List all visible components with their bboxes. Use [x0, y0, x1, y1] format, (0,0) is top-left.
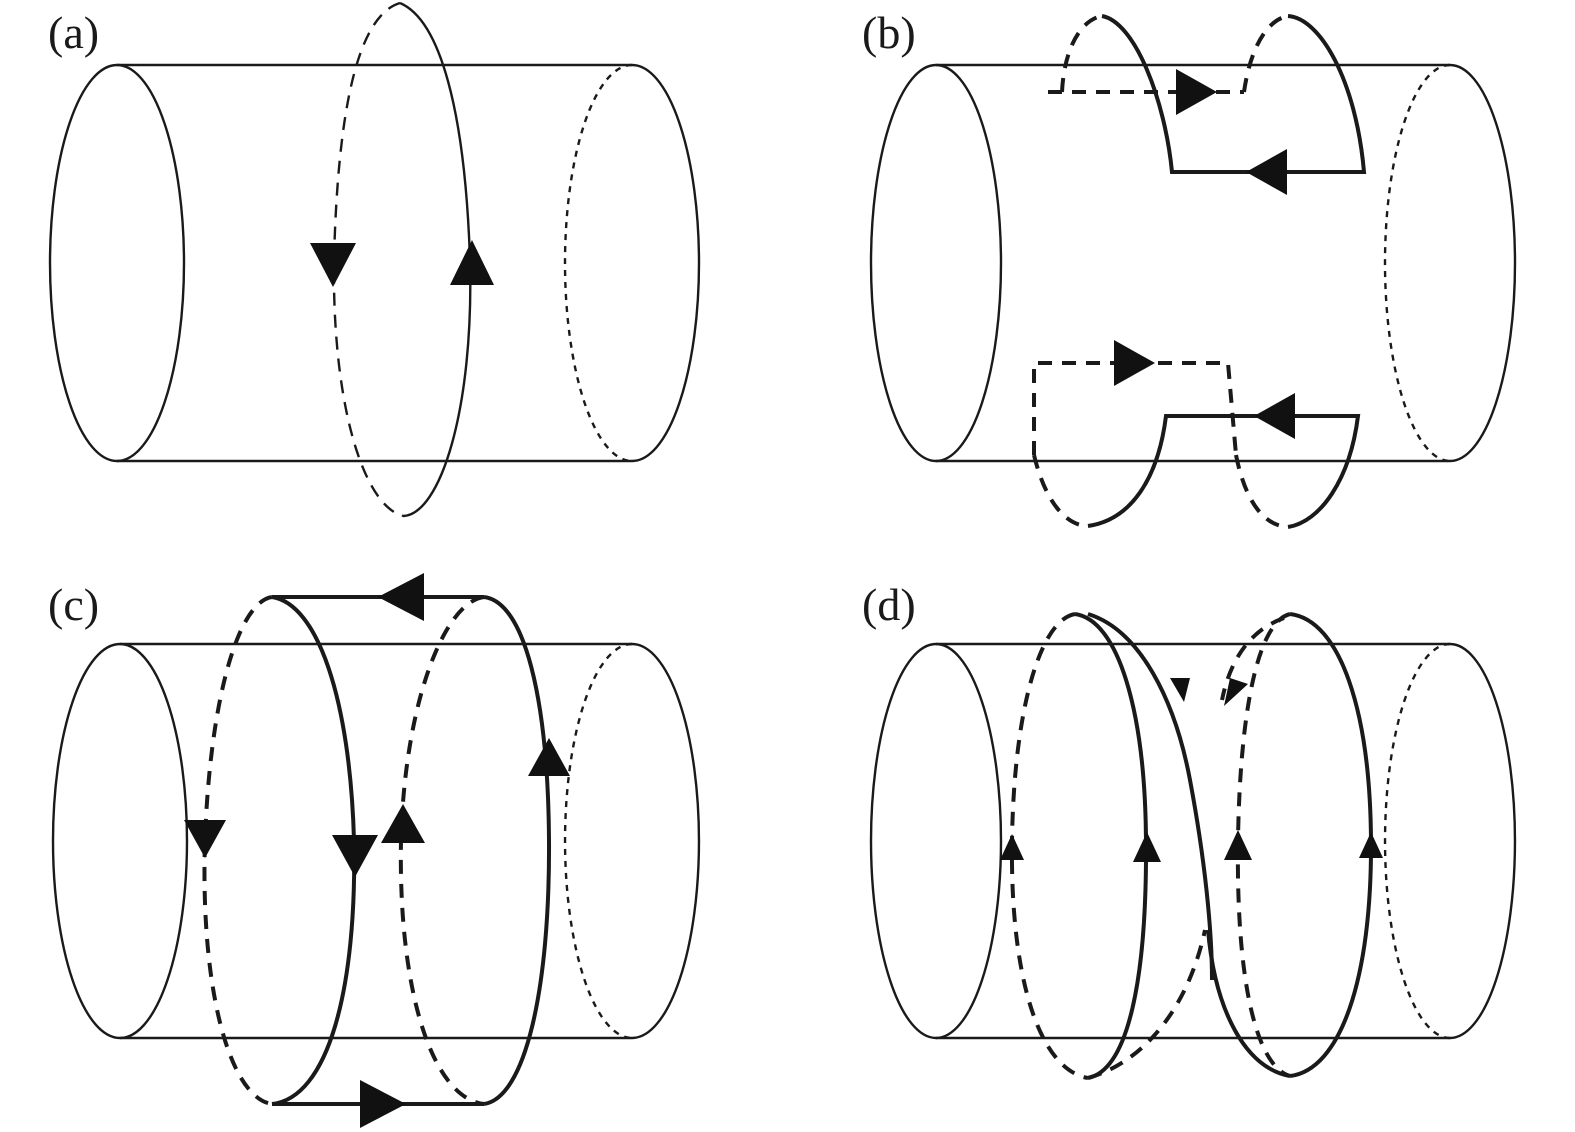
left-coil-back-side: [1009, 612, 1089, 1080]
arrow-left: [1246, 149, 1287, 195]
arrow-down: [310, 243, 356, 287]
arrow-up: [528, 738, 570, 776]
lower-coil-left-back-arc: [1032, 454, 1089, 528]
panel-a: (a): [48, 1, 701, 518]
right-coil-top-link: [1220, 616, 1285, 701]
lower-coil-back-rung: [1032, 361, 1238, 456]
cylinder-back-end-visible: [631, 642, 701, 1040]
cylinder-d: [869, 642, 1517, 1040]
cylinder-back-end-hidden: [563, 63, 633, 463]
panel-d-label: (d): [862, 579, 916, 630]
arrow-left: [1254, 393, 1295, 439]
cylinder-back-end-hidden: [1383, 642, 1451, 1040]
lower-coil-right-back-arc: [1234, 454, 1289, 529]
cylinder-back-end-visible: [631, 63, 701, 463]
coil-pair-c: [184, 573, 570, 1128]
left-coil-bottom-link: [1087, 929, 1207, 1080]
right-coil-front-side: [1289, 612, 1374, 1078]
cylinder-back-end-hidden: [1383, 63, 1451, 463]
arrow-up: [1224, 830, 1252, 860]
upper-coil-front-loop: [1101, 14, 1367, 174]
arrow-up: [381, 804, 425, 843]
panel-d: (d): [862, 579, 1517, 1080]
cylinder-a: [48, 63, 701, 463]
arrow-left: [378, 573, 424, 621]
arrow-up: [1359, 832, 1383, 858]
saddle-loop-a: [310, 1, 494, 518]
cylinder-front-end: [869, 63, 1003, 463]
arrow-down: [1170, 678, 1190, 702]
cylinder-front-end: [51, 642, 189, 1040]
arrow-right: [1176, 69, 1217, 115]
cylinder-front-end: [48, 63, 186, 463]
upper-coil-left-back-arc: [1060, 14, 1103, 93]
crossover-wire: [1087, 612, 1214, 981]
cylinder-front-end: [869, 642, 1003, 1040]
panel-c: (c): [48, 573, 701, 1128]
cylinder-back-end-visible: [1449, 63, 1517, 463]
panel-b: (b): [862, 7, 1517, 529]
left-coil-front-side: [1074, 612, 1149, 1080]
upper-coil-right-back-arc: [1242, 14, 1289, 93]
panel-b-label: (b): [862, 7, 916, 58]
cylinder-b: [869, 63, 1517, 463]
arrow-down: [184, 820, 226, 858]
cylinder-back-end-hidden: [563, 642, 633, 1040]
lower-coil-front-loop: [1087, 414, 1361, 529]
loop-front-side: [399, 1, 472, 518]
arrow-down: [332, 835, 378, 877]
arrow-up: [450, 240, 494, 285]
arrow-up: [1133, 832, 1161, 862]
cylinder-c: [51, 642, 701, 1040]
cylinder-back-end-visible: [1449, 642, 1517, 1040]
right-loop-back-side: [398, 595, 485, 1106]
right-coil-d: [1206, 612, 1383, 1078]
arrow-down: [1224, 678, 1248, 706]
panel-a-label: (a): [48, 7, 99, 58]
right-coil-bottom-link: [1206, 929, 1291, 1078]
left-coil-d: [1000, 612, 1214, 1080]
panel-c-label: (c): [48, 579, 99, 630]
arrow-up: [1000, 834, 1024, 860]
lower-coil-b: [1032, 340, 1361, 529]
arrow-right: [1114, 340, 1155, 386]
upper-coil-b: [1048, 14, 1367, 195]
left-loop-back-side: [202, 595, 273, 1106]
right-loop-front-side: [483, 595, 552, 1106]
arrow-right: [360, 1080, 406, 1128]
